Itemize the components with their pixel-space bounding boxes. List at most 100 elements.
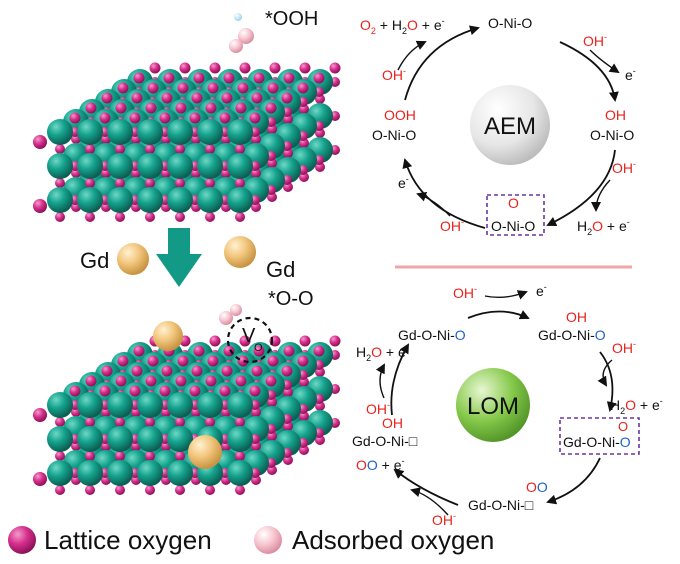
surface-oxygen-atom [239, 335, 251, 347]
surface-oxygen-atom [283, 72, 295, 84]
lattice-oxygen-atom [145, 417, 155, 427]
lattice-oxygen-atom [235, 417, 245, 427]
aem-oh-in-bottom-left: OH- [440, 217, 464, 234]
metal-atom [137, 153, 163, 179]
surface-oxygen-atom [251, 92, 263, 104]
lattice-oxygen-atom [145, 178, 155, 188]
top-crystal-lattice [33, 13, 341, 222]
surface-oxygen-atom [267, 355, 279, 367]
aem-small-arrow-4 [397, 40, 427, 71]
surface-oxygen-atom [297, 82, 309, 94]
gd-dopant-atom [153, 321, 183, 351]
aem-e-out-right: e- [625, 66, 636, 83]
surface-oxygen-atom [189, 385, 201, 397]
surface-oxygen-atom [267, 82, 279, 94]
surface-oxygen-atom [313, 345, 325, 357]
metal-atom [227, 153, 253, 179]
surface-oxygen-atom [249, 112, 261, 124]
metal-atom [137, 119, 163, 145]
surface-oxygen-atom [145, 375, 157, 387]
metal-atom [107, 392, 133, 418]
metal-atom [167, 119, 193, 145]
metal-atom [167, 187, 193, 213]
lattice-oxygen-atom [55, 485, 65, 495]
surface-oxygen-atom [239, 62, 251, 74]
aem-oh-in-top-right: OH- [583, 32, 607, 49]
surface-oxygen-atom [69, 112, 81, 124]
aem-e-out-left: e- [398, 174, 409, 191]
aem-oh-in-left: OH- [382, 66, 406, 83]
surface-oxygen-atom [133, 345, 145, 357]
surface-oxygen-atom [209, 335, 221, 347]
metal-atom [107, 426, 133, 452]
lom-arrow-2 [599, 351, 617, 412]
surface-oxygen-atom [235, 102, 247, 114]
gd-dopant-atom [188, 435, 222, 469]
lom-small-arrow-1 [484, 290, 528, 300]
surface-oxygen-atom [223, 345, 235, 357]
lattice-oxygen-atom [85, 451, 95, 461]
surface-oxygen-atom [281, 365, 293, 377]
aem-small-arrow-2 [591, 179, 611, 212]
surface-oxygen-atom [281, 92, 293, 104]
metal-atom [137, 187, 163, 213]
surface-oxygen-atom [163, 72, 175, 84]
metal-atom [137, 392, 163, 418]
lom-small-arrow-4 [375, 363, 385, 399]
surface-oxygen-atom [99, 385, 111, 397]
surface-oxygen-atom [207, 355, 219, 367]
metal-atom [167, 460, 193, 486]
edge-oxygen-atom [33, 408, 47, 422]
lom-top-left-species: Gd-O-Ni-O [398, 327, 466, 343]
lattice-oxygen-atom [205, 485, 215, 495]
surface-oxygen-atom [161, 92, 173, 104]
lom-sphere [456, 368, 530, 442]
oo-species-label: *O-O [268, 288, 314, 310]
surface-oxygen-atom [175, 375, 187, 387]
surface-oxygen-atom [131, 365, 143, 377]
lattice-oxygen-atom [205, 178, 215, 188]
surface-oxygen-atom [209, 62, 221, 74]
lom-arrow-1 [467, 310, 530, 320]
metal-atom [167, 153, 193, 179]
lom-oh-in-left: OH- [366, 400, 390, 417]
surface-oxygen-atom [249, 385, 261, 397]
surface-oxygen-atom [69, 385, 81, 397]
lattice-oxygen-atom [115, 178, 125, 188]
lom-oh-in-top: OH- [453, 284, 477, 301]
metal-atom [197, 153, 223, 179]
lom-right-species: Gd-O-Ni-O [563, 434, 631, 450]
adsorbed-oxygen-atom [229, 39, 243, 53]
metal-atom [47, 153, 73, 179]
metal-atom [47, 187, 73, 213]
lattice-oxygen-atom [145, 212, 155, 222]
surface-oxygen-atom [177, 355, 189, 367]
lom-bottom-species: Gd-O-Ni-□ [468, 497, 534, 513]
surface-oxygen-atom [237, 355, 249, 367]
surface-oxygen-atom [129, 112, 141, 124]
surface-oxygen-atom [85, 375, 97, 387]
metal-atom [77, 119, 103, 145]
aem-oh-in-right: OH- [612, 159, 636, 176]
edge-oxygen-atom [33, 135, 47, 149]
lom-e-out-top: e- [536, 282, 547, 299]
surface-oxygen-atom [175, 102, 187, 114]
lattice-oxygen-atom [235, 485, 245, 495]
lom-arrow-4 [393, 468, 459, 506]
lattice-oxygen-atom [175, 451, 185, 461]
surface-oxygen-atom [85, 102, 97, 114]
surface-oxygen-atom [313, 72, 325, 84]
surface-oxygen-atom [145, 102, 157, 114]
metal-atom [227, 392, 253, 418]
surface-oxygen-atom [251, 365, 263, 377]
surface-oxygen-atom [297, 355, 309, 367]
lattice-oxygen-atom [85, 417, 95, 427]
surface-oxygen-atom [133, 72, 145, 84]
surface-oxygen-atom [221, 92, 233, 104]
lattice-oxygen-atom [175, 212, 185, 222]
metal-atom [47, 119, 73, 145]
legend: Lattice oxygen Adsorbed oxygen [8, 525, 494, 555]
oxygen-vacancy-marker: V O [226, 316, 274, 364]
legend-lattice-label: Lattice oxygen [44, 525, 212, 555]
